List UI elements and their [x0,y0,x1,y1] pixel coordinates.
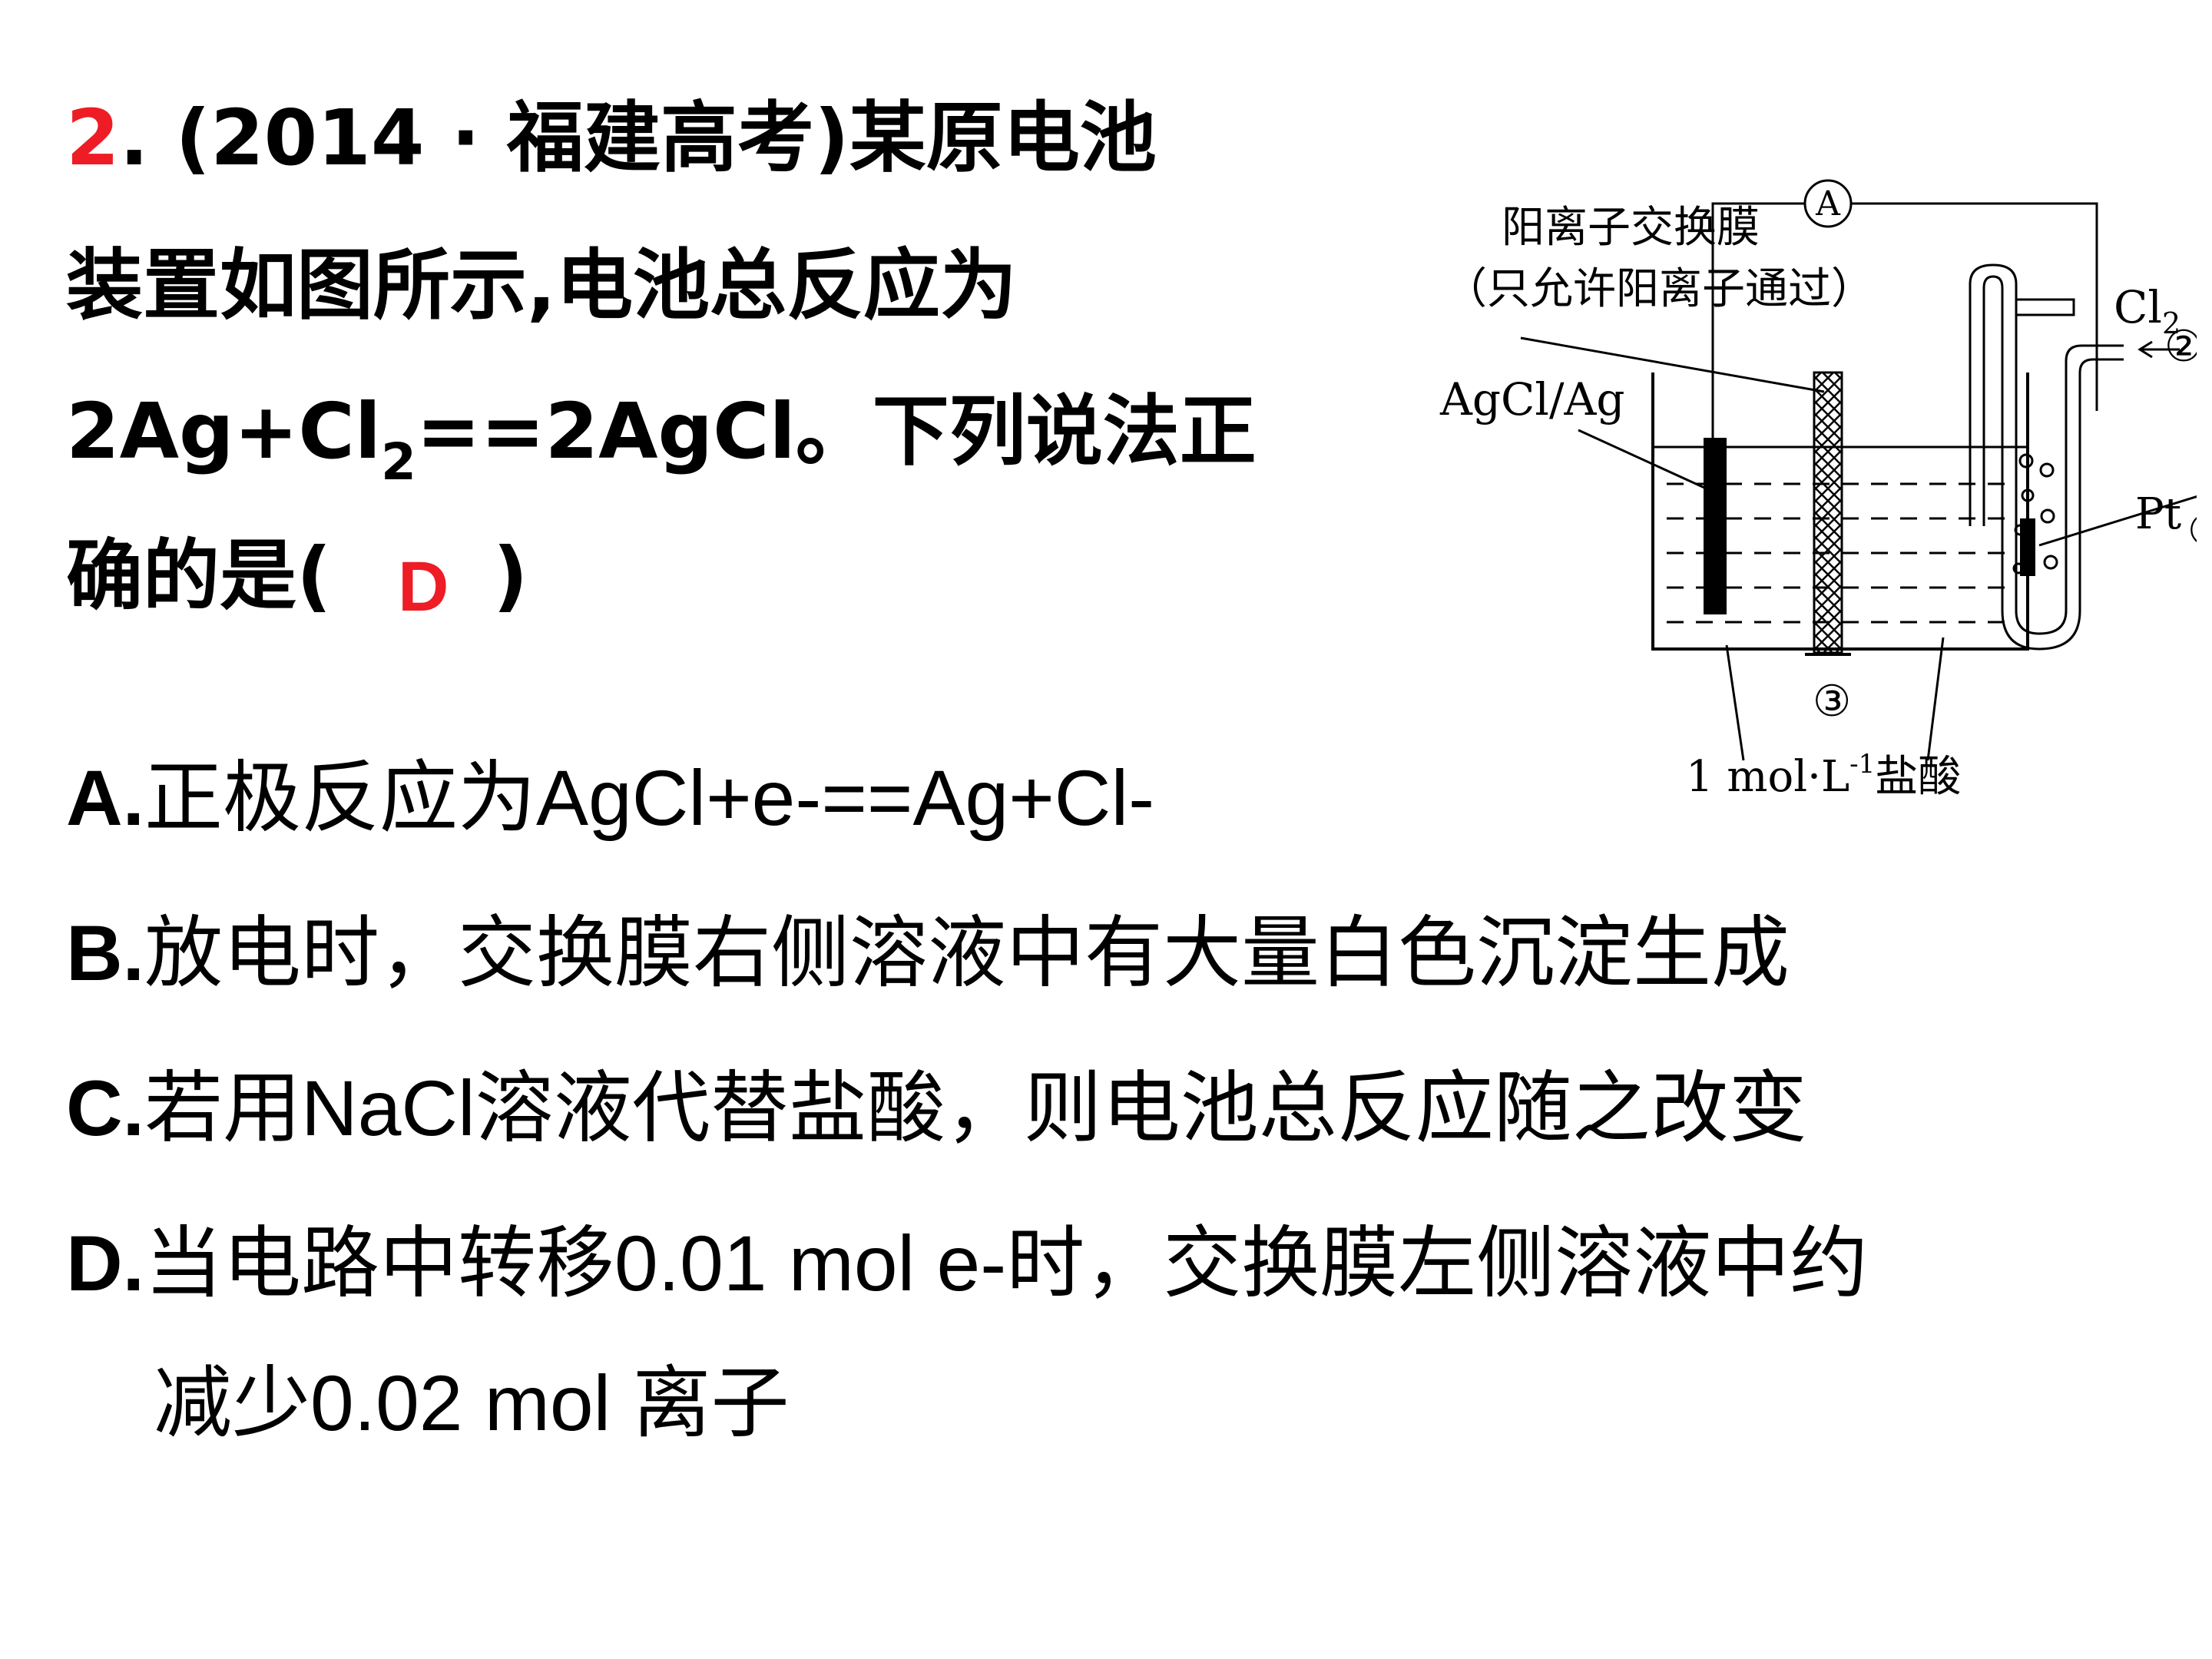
marker-2: ② [2164,322,2197,372]
gas-tube [1969,263,2124,635]
question-line-3: 2Ag+Cl2==2AgCl。下列说法正 [66,386,1257,492]
question-source: . (2014 · 福建高考)某原电池 [119,93,1157,183]
question-line-1: 2. (2014 · 福建高考)某原电池 [66,100,1157,177]
question-line-2: 装置如图所示,电池总反应为 [66,240,1017,330]
ammeter-label: A [1815,184,1841,224]
option-a[interactable]: A.正极反应为AgCl+e-==Ag+Cl- [66,754,1155,842]
leader-lines [1520,336,2197,761]
answer-mark: D [398,548,449,626]
option-d-continued: 减少0.02 mol 离子 [154,1359,790,1447]
option-d[interactable]: D.当电路中转移0.01 mol e-时，交换膜左侧溶液中约 [66,1220,1869,1307]
agcl-ag-electrode [1704,438,1727,614]
gas-bubbles [2012,453,2058,575]
membrane-label: 阳离子交换膜 [1502,203,1760,253]
membrane-note: （只允许阳离子通过） [1444,264,1874,314]
cell-diagram: A 阳离子交换膜 （只允许阳离子通过） AgCl/Ag Cl2 ② Pt ① ③… [1439,179,2197,802]
option-b[interactable]: B.放电时，交换膜右侧溶液中有大量白色沉淀生成 [66,909,1790,997]
ammeter [1803,179,1853,228]
cl2-label: Cl2 [2114,281,2181,340]
solution-label: 1 mol·L-1盐酸 [1686,749,1961,802]
gas-inlet-arrow [2137,340,2180,359]
circuit-wire [1711,202,2098,438]
marker-3: ③ [1813,677,1851,727]
marker-1: ① [2187,506,2197,556]
question-line-4: 确的是() [66,531,528,621]
pt-label: Pt [2135,489,2182,539]
question-number: 2 [66,93,120,183]
exchange-membrane [1813,371,1843,654]
option-c[interactable]: C.若用NaCl溶液代替盐酸，则电池总反应随之改变 [66,1065,1807,1152]
agcl-ag-label: AgCl/Ag [1439,373,1625,426]
